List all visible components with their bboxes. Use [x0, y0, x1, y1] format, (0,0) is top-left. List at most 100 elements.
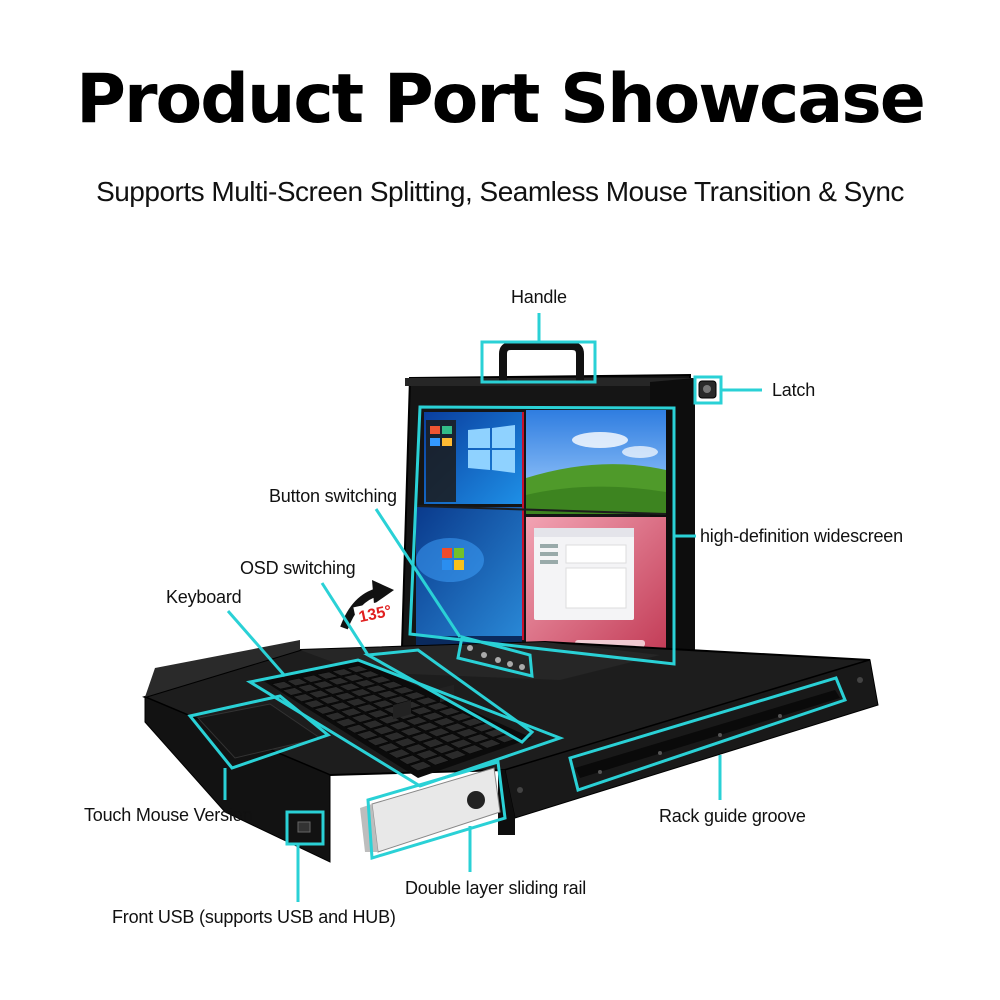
keyboard-key: [399, 726, 423, 737]
keyboard-key: [350, 713, 374, 723]
keyboard-key: [425, 755, 450, 766]
keyboard-key: [281, 687, 304, 696]
keyboard-key: [345, 724, 369, 734]
quad-screen: [415, 410, 667, 657]
label-keyboard: Keyboard: [166, 587, 242, 607]
keyboard-key: [443, 722, 468, 732]
callout-box-rail: [366, 760, 507, 860]
callout-lines: [187, 313, 847, 902]
latch-knob: [703, 385, 711, 393]
keyboard-key: [334, 718, 358, 728]
callout-line-keyboard: [226, 610, 287, 677]
keyboard-key: [338, 682, 362, 691]
keyboard-key: [388, 721, 412, 731]
keyboard-key: [408, 761, 433, 772]
keyboard-key: [421, 738, 445, 748]
page-title: Product Port Showcase: [76, 60, 926, 139]
page-subtitle: Supports Multi-Screen Splitting, Seamles…: [96, 176, 904, 207]
keyboard-key: [366, 709, 390, 719]
keyboard-key: [353, 679, 377, 688]
keyboard-key: [329, 701, 352, 711]
keyboard-key: [271, 681, 294, 690]
keyboard-key: [366, 736, 390, 746]
screen-winxp: [526, 410, 666, 514]
keyboard-key: [410, 732, 434, 742]
keyboard-key: [297, 683, 320, 693]
callout-line-buttons: [374, 508, 462, 638]
label-osd-switching: OSD switching: [240, 558, 356, 578]
keyboard-key: [393, 737, 418, 748]
keyboard-key: [426, 702, 450, 711]
screen-linux-desktop: [526, 517, 666, 657]
keyboard-key: [432, 717, 457, 727]
callout-box-usb: [285, 810, 325, 846]
keyboard-illustration: [262, 660, 532, 778]
keyboard-key: [364, 684, 388, 693]
keyboard-key: [377, 742, 401, 753]
angle-badge-text: 135°: [357, 603, 393, 627]
keyboard-key: [454, 728, 479, 738]
keyboard-key: [346, 665, 370, 673]
label-button-switching: Button switching: [269, 486, 397, 506]
keyboard-key: [369, 675, 393, 684]
keyboard-key: [376, 690, 400, 699]
callout-box-rack: [568, 676, 847, 792]
keyboard-key: [387, 695, 411, 704]
keyboard-key: [355, 730, 379, 740]
keyboard-key: [360, 694, 384, 703]
keyboard-key: [324, 711, 347, 721]
keyboard-key: [303, 699, 326, 709]
keyboard-key: [383, 731, 407, 741]
keyboard-key: [409, 706, 434, 716]
keyboard-key: [286, 678, 309, 686]
keyboard-key: [349, 688, 373, 697]
callout-box-touchpad: [187, 694, 332, 770]
keyboard-key: [334, 692, 357, 701]
keyboard-key: [437, 707, 462, 716]
keyboard-key: [415, 749, 439, 760]
keyboard-key: [371, 699, 395, 709]
keyboard-key: [432, 744, 456, 754]
label-hd-widescreen: high-definition widescreen: [700, 526, 903, 546]
label-sliding-rail: Double layer sliding rail: [405, 878, 587, 898]
keyboard-key: [313, 705, 337, 715]
keyboard-key: [421, 711, 445, 721]
rotation-angle-indicator: 135°: [340, 580, 397, 630]
keyboard-key: [327, 677, 350, 686]
callout-box-buttons: [456, 635, 534, 678]
keyboard-key: [443, 750, 467, 760]
keyboard-key: [318, 695, 341, 705]
keyboard-key: [361, 719, 385, 729]
label-front-usb: Front USB (supports USB and HUB): [112, 907, 396, 927]
keyboard-key: [340, 707, 363, 717]
keyboard-key: [323, 686, 346, 695]
keyboard-key: [449, 738, 474, 749]
screen-win7: [416, 507, 522, 645]
keyboard-key: [344, 698, 368, 707]
keyboard-key: [477, 739, 502, 749]
label-handle: Handle: [511, 287, 567, 307]
keyboard-key: [387, 748, 411, 759]
keyboard-key: [312, 680, 335, 689]
keyboard-key: [292, 693, 315, 702]
usb-port-illustration: [297, 821, 311, 833]
keyboard-key: [414, 696, 439, 706]
keyboard-key: [404, 716, 429, 726]
label-touch-mouse: Touch Mouse Version: [84, 805, 253, 825]
keyboard-key: [460, 717, 485, 727]
keyboard-key: [403, 691, 427, 700]
osd-buttons-illustration: [467, 645, 525, 670]
keyboard-key: [404, 743, 428, 754]
keyboard-key: [398, 754, 422, 765]
callout-box-keyboard: [245, 658, 565, 788]
keyboard-key: [415, 722, 440, 732]
keyboard-key: [372, 725, 396, 735]
screen-win10: [424, 412, 522, 504]
keyboard-key: [331, 668, 354, 677]
callout-box-screen: [408, 405, 676, 666]
keyboard-key: [391, 686, 416, 695]
keyboard-key: [316, 671, 339, 680]
keyboard-key: [301, 674, 324, 683]
keyboard-key: [427, 727, 451, 737]
